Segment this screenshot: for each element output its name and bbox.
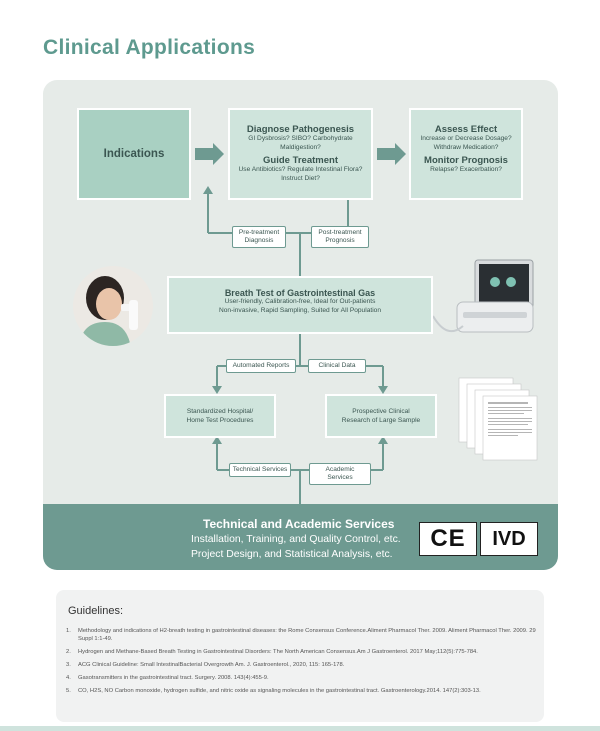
reference-text: Methodology and indications of H2-breath… <box>78 628 536 634</box>
academic-services-tag: Academic Services <box>309 463 371 485</box>
breath-line: Non-invasive, Rapid Sampling, Suited for… <box>218 306 381 314</box>
guidelines-section: Guidelines: 1. Methodology and indication… <box>56 590 544 722</box>
reference-item: 3. ACG Clinical Guideline: Small Intestin… <box>66 662 344 669</box>
guidelines-heading: Guidelines: <box>68 605 124 617</box>
breath-analyzer-device <box>433 259 534 333</box>
reference-text: Hydrogen and Methane-Based Breath Testin… <box>78 649 478 655</box>
ce-mark: CE <box>419 522 477 556</box>
assess-line: Withdraw Medication? <box>433 143 499 151</box>
reference-number: 4. <box>66 675 71 681</box>
prognosis-heading: Monitor Prognosis <box>424 155 508 166</box>
services-heading: Technical and Academic Services <box>203 517 395 531</box>
reference-number: 3. <box>66 662 71 668</box>
treatment-heading: Guide Treatment <box>263 155 338 166</box>
post-treatment-tag: Post-treatment Prognosis <box>311 226 369 248</box>
reference-text: ACG Clinical Guideline: Small Intestinal… <box>78 662 345 668</box>
indications-box: Indications <box>77 108 191 200</box>
reference-number: 5. <box>66 688 71 694</box>
tag-line: Prognosis <box>325 237 355 244</box>
prospective-box: Prospective Clinical Research of Large S… <box>325 394 437 438</box>
diagnose-line: GI Dysbrosis? SIBO? Carbohydrate <box>248 135 353 142</box>
breath-heading: Breath Test of Gastrointestinal Gas <box>224 288 376 298</box>
clinical-data-tag: Clinical Data <box>308 359 366 373</box>
assess-line: Increase or Decrease Dosage? <box>420 135 512 142</box>
pre-treatment-tag: Pre-treatment Diagnosis <box>232 226 286 248</box>
reference-item: 5. CO, H2S, NO Carbon monoxide, hydrogen … <box>66 688 481 695</box>
tag-line: Diagnosis <box>244 237 274 244</box>
reference-item: 4. Gasotransmitters in the gastrointestin… <box>66 675 269 682</box>
diagnose-line: Maldigestion? <box>280 143 321 151</box>
reference-item: 1. Methodology and indications of H2-brea… <box>66 628 536 635</box>
breath-test-box: Breath Test of Gastrointestinal Gas User… <box>167 276 433 334</box>
automated-reports-tag: Automated Reports <box>226 359 296 373</box>
reference-number: 1. <box>66 628 71 634</box>
page-title: Clinical Applications <box>43 36 256 59</box>
diagnose-box: Diagnose Pathogenesis GI Dysbrosis? SIBO… <box>228 108 373 200</box>
standardized-box: Standardized Hospital/ Home Test Procedu… <box>164 394 276 438</box>
prospective-line: Research of Large Sample <box>341 416 421 424</box>
reference-item: 2. Hydrogen and Methane-Based Breath Test… <box>66 649 478 656</box>
diagnose-heading: Diagnose Pathogenesis <box>246 124 355 135</box>
standardized-line: Standardized Hospital/ <box>186 408 254 415</box>
breath-line: User-friendly, Calibration-free, Ideal f… <box>224 298 376 305</box>
reference-number: 2. <box>66 649 71 655</box>
footer-divider <box>0 726 600 731</box>
flow-panel: Indications Diagnose Pathogenesis GI Dys… <box>43 80 558 570</box>
services-line: Project Design, and Statistical Analysis… <box>191 549 393 560</box>
tag-line: Post-treatment <box>318 229 362 236</box>
reference-text: Gasotransmitters in the gastrointestinal… <box>78 675 269 681</box>
assess-box: Assess Effect Increase or Decrease Dosag… <box>409 108 523 200</box>
patient-photo <box>73 266 153 346</box>
services-line: Installation, Training, and Quality Cont… <box>191 534 401 545</box>
tag-line: Pre-treatment <box>238 229 280 236</box>
standardized-line: Home Test Procedures <box>186 416 254 424</box>
prognosis-line: Relapse? Exacerbation? <box>430 166 502 173</box>
treatment-line: Use Antibiotics? Regulate Intestinal Flo… <box>238 166 363 173</box>
research-documents <box>458 377 538 461</box>
reference-continuation: Suppl 1:1-49. <box>78 636 113 642</box>
technical-services-tag: Technical Services <box>229 463 291 477</box>
assess-heading: Assess Effect <box>434 124 498 135</box>
prospective-line: Prospective Clinical <box>352 408 410 415</box>
reference-text: CO, H2S, NO Carbon monoxide, hydrogen su… <box>78 688 481 694</box>
indications-label: Indications <box>103 148 165 160</box>
ivd-mark: IVD <box>480 522 538 556</box>
treatment-line: Instruct Diet? <box>281 174 320 182</box>
